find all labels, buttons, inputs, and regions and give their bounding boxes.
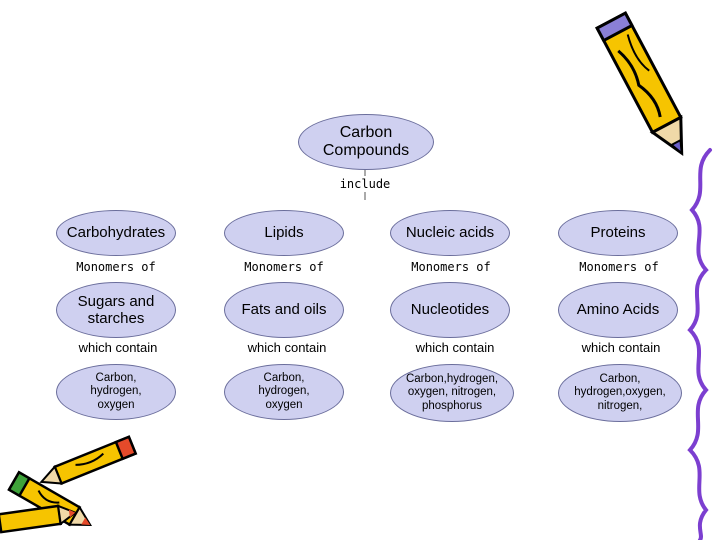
category-label: Carbohydrates xyxy=(66,224,166,242)
monomer-node-sugars: Sugars and starches xyxy=(56,282,176,338)
elements-label: Carbon, hydrogen, oxygen xyxy=(90,372,142,411)
link-monomers-of: Monomers of xyxy=(579,260,659,274)
squiggle-line xyxy=(687,148,712,540)
link-which-contain: which contain xyxy=(78,340,158,355)
link-monomers-of: Monomers of xyxy=(244,260,324,274)
link-which-contain: which contain xyxy=(581,340,661,355)
category-label: Lipids xyxy=(264,224,304,242)
pencil-icon xyxy=(595,11,684,157)
link-which-contain: which contain xyxy=(415,340,495,355)
category-node-nucleic-acids: Nucleic acids xyxy=(390,210,510,256)
elements-label: Carbon, hydrogen,oxygen, nitrogen, xyxy=(574,373,666,412)
elements-node-nucleic-acids: Carbon,hydrogen, oxygen, nitrogen, phosp… xyxy=(390,364,514,422)
elements-node-lipids: Carbon, hydrogen, oxygen xyxy=(224,364,344,420)
category-node-proteins: Proteins xyxy=(558,210,678,256)
link-which-contain: which contain xyxy=(247,340,327,355)
pencils-icon xyxy=(0,435,138,534)
monomer-label: Nucleotides xyxy=(410,301,490,319)
monomer-label: Fats and oils xyxy=(241,301,327,319)
category-label: Proteins xyxy=(590,224,646,242)
elements-node-proteins: Carbon, hydrogen,oxygen, nitrogen, xyxy=(558,364,682,422)
monomer-node-fats: Fats and oils xyxy=(224,282,344,338)
link-monomers-of: Monomers of xyxy=(76,260,156,274)
elements-label: Carbon, hydrogen, oxygen xyxy=(258,372,310,411)
root-node: Carbon Compounds xyxy=(298,114,434,170)
elements-label: Carbon,hydrogen, oxygen, nitrogen, phosp… xyxy=(405,373,499,412)
category-label: Nucleic acids xyxy=(405,224,495,242)
monomer-node-amino-acids: Amino Acids xyxy=(558,282,678,338)
category-node-lipids: Lipids xyxy=(224,210,344,256)
monomer-label: Sugars and starches xyxy=(77,292,155,327)
root-node-label: Carbon Compounds xyxy=(322,123,410,159)
monomer-label: Amino Acids xyxy=(576,301,660,319)
link-monomers-of: Monomers of xyxy=(411,260,491,274)
elements-node-carbohydrates: Carbon, hydrogen, oxygen xyxy=(56,364,176,420)
category-node-carbohydrates: Carbohydrates xyxy=(56,210,176,256)
root-link-label: include xyxy=(339,177,391,191)
monomer-node-nucleotides: Nucleotides xyxy=(390,282,510,338)
